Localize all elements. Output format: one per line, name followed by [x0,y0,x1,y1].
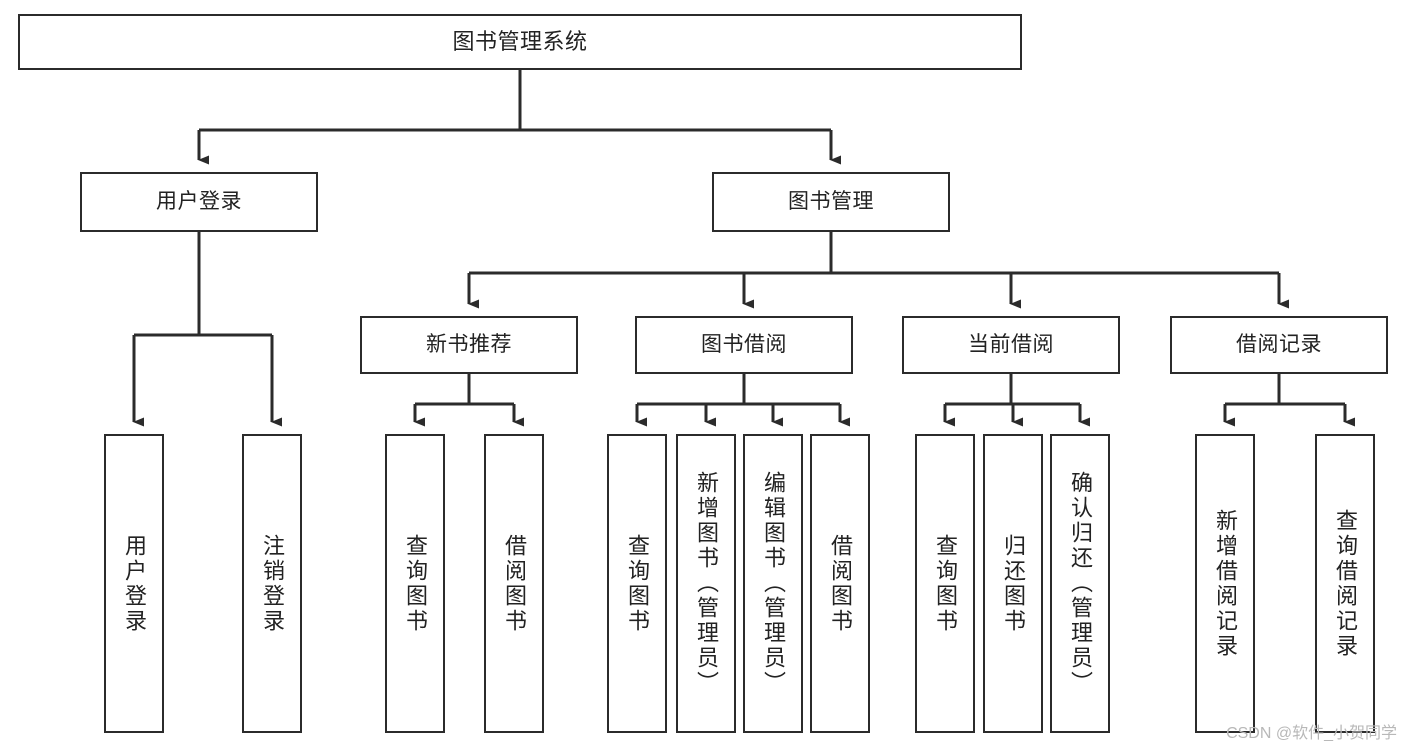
node-label: 编辑图书（管理员） [761,471,786,696]
node-book-borrow[interactable]: 图书借阅 [635,316,853,374]
node-label: 图书管理 [788,189,874,213]
node-label: 新增借阅记录 [1213,508,1238,659]
node-leaf-borrow-book-1[interactable]: 借阅图书 [484,434,544,733]
node-label: 归还图书 [1001,533,1026,634]
node-label: 查询图书 [403,533,428,634]
node-label: 用户登录 [122,533,147,634]
node-label: 用户登录 [156,189,242,213]
node-borrow-record[interactable]: 借阅记录 [1170,316,1388,374]
node-leaf-logout[interactable]: 注销登录 [242,434,302,733]
node-leaf-return-book[interactable]: 归还图书 [983,434,1043,733]
node-label: 图书借阅 [701,332,787,356]
node-leaf-user-login[interactable]: 用户登录 [104,434,164,733]
node-label: 查询借阅记录 [1333,508,1358,659]
node-current-borrow[interactable]: 当前借阅 [902,316,1120,374]
node-leaf-add-book[interactable]: 新增图书（管理员） [676,434,736,733]
node-book-manage[interactable]: 图书管理 [712,172,950,232]
node-label: 借阅图书 [502,533,527,634]
node-label: 借阅图书 [828,533,853,634]
node-label: 新书推荐 [426,332,512,356]
node-label: 确认归还（管理员） [1068,471,1093,696]
node-label: 查询图书 [625,533,650,634]
node-root-system[interactable]: 图书管理系统 [18,14,1022,70]
node-label: 查询图书 [933,533,958,634]
node-leaf-query-book-1[interactable]: 查询图书 [385,434,445,733]
node-leaf-query-book-3[interactable]: 查询图书 [915,434,975,733]
node-label: 新增图书（管理员） [694,471,719,696]
node-label: 当前借阅 [968,332,1054,356]
node-leaf-query-record[interactable]: 查询借阅记录 [1315,434,1375,733]
node-user-login[interactable]: 用户登录 [80,172,318,232]
node-label: 借阅记录 [1236,332,1322,356]
node-leaf-borrow-book-2[interactable]: 借阅图书 [810,434,870,733]
node-leaf-add-record[interactable]: 新增借阅记录 [1195,434,1255,733]
watermark-text: CSDN @软件_小贺同学 [1226,725,1397,742]
node-new-book-rec[interactable]: 新书推荐 [360,316,578,374]
node-leaf-query-book-2[interactable]: 查询图书 [607,434,667,733]
node-leaf-confirm-return[interactable]: 确认归还（管理员） [1050,434,1110,733]
node-label: 图书管理系统 [452,29,588,55]
node-label: 注销登录 [260,533,285,634]
node-leaf-edit-book[interactable]: 编辑图书（管理员） [743,434,803,733]
